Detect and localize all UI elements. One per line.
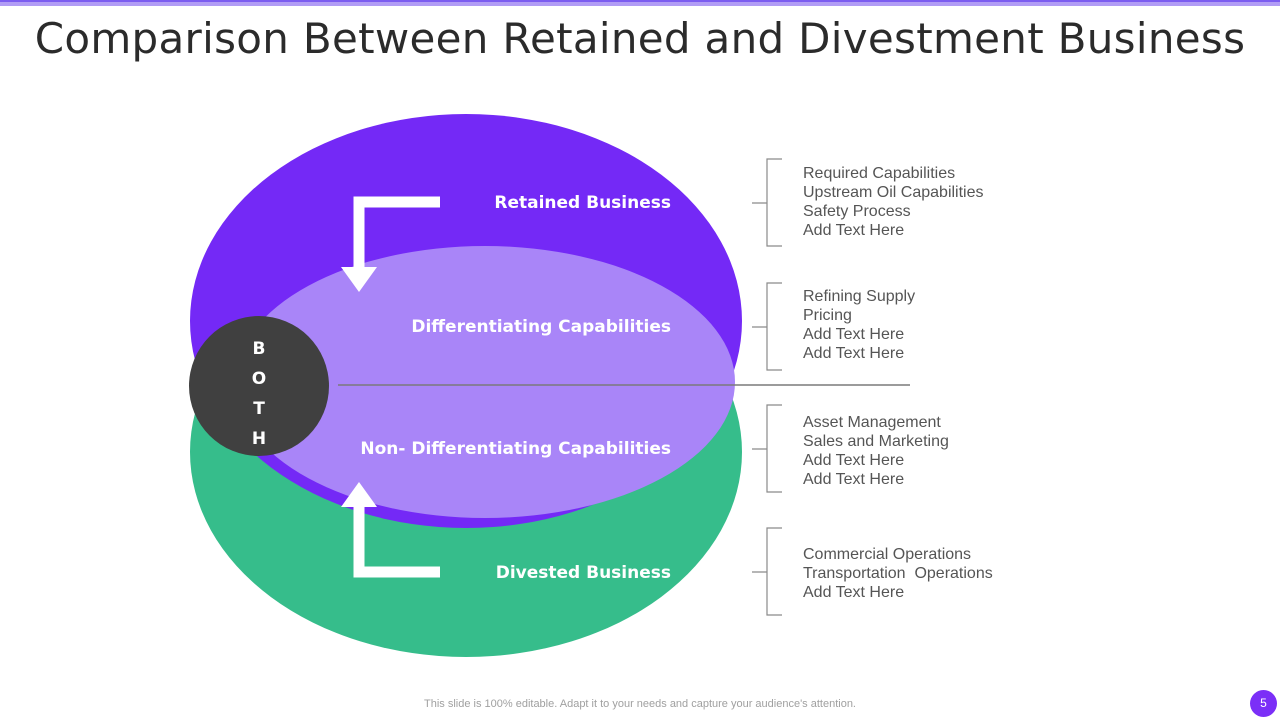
detail-item: Add Text Here (803, 326, 905, 343)
detail-item: Add Text Here (803, 345, 905, 362)
both-circle (189, 316, 329, 456)
top-accent-bar (0, 0, 1280, 6)
divested-business-details: Commercial Operations Transportation Ope… (803, 545, 993, 602)
detail-item: Transportation Operations (803, 565, 993, 582)
detail-item: Refining Supply (803, 288, 916, 305)
differentiating-capabilities-label: Differentiating Capabilities (411, 317, 671, 337)
differentiating-capabilities-details: Refining Supply Pricing Add Text Here Ad… (803, 287, 915, 363)
detail-item: Upstream Oil Capabilities (803, 184, 984, 201)
detail-item: Add Text Here (803, 584, 905, 601)
divested-business-label: Divested Business (496, 563, 671, 583)
non-differentiating-capabilities-details: Asset Management Sales and Marketing Add… (803, 413, 949, 489)
bracket-group (752, 158, 782, 616)
slide-title: Comparison Between Retained and Divestme… (34, 14, 1246, 63)
both-letter-t: T (253, 399, 265, 419)
both-letter-b: B (253, 339, 266, 359)
bracket-differentiating (752, 282, 782, 371)
detail-item: Required Capabilities (803, 165, 956, 182)
detail-item: Add Text Here (803, 452, 905, 469)
detail-item: Add Text Here (803, 222, 905, 239)
bracket-non-differentiating (752, 404, 782, 493)
both-letter-h: H (252, 429, 266, 449)
page-number-badge: 5 (1250, 690, 1277, 717)
detail-item: Asset Management (803, 414, 941, 431)
bracket-divested (752, 527, 782, 616)
top-accent-line (0, 0, 1280, 2)
arrow-down-icon (341, 196, 440, 292)
arrow-up-icon (341, 482, 440, 578)
both-letter-o: O (252, 369, 266, 389)
detail-item: Safety Process (803, 203, 911, 220)
capabilities-ellipse (235, 246, 735, 518)
retained-business-details: Required Capabilities Upstream Oil Capab… (803, 164, 984, 240)
footer-note: This slide is 100% editable. Adapt it to… (424, 698, 856, 710)
bracket-retained (752, 158, 782, 247)
non-differentiating-capabilities-label: Non- Differentiating Capabilities (360, 439, 671, 459)
detail-item: Add Text Here (803, 471, 905, 488)
detail-item: Sales and Marketing (803, 433, 949, 450)
detail-item: Pricing (803, 307, 852, 324)
detail-item: Commercial Operations (803, 546, 972, 563)
retained-business-label: Retained Business (494, 193, 671, 213)
